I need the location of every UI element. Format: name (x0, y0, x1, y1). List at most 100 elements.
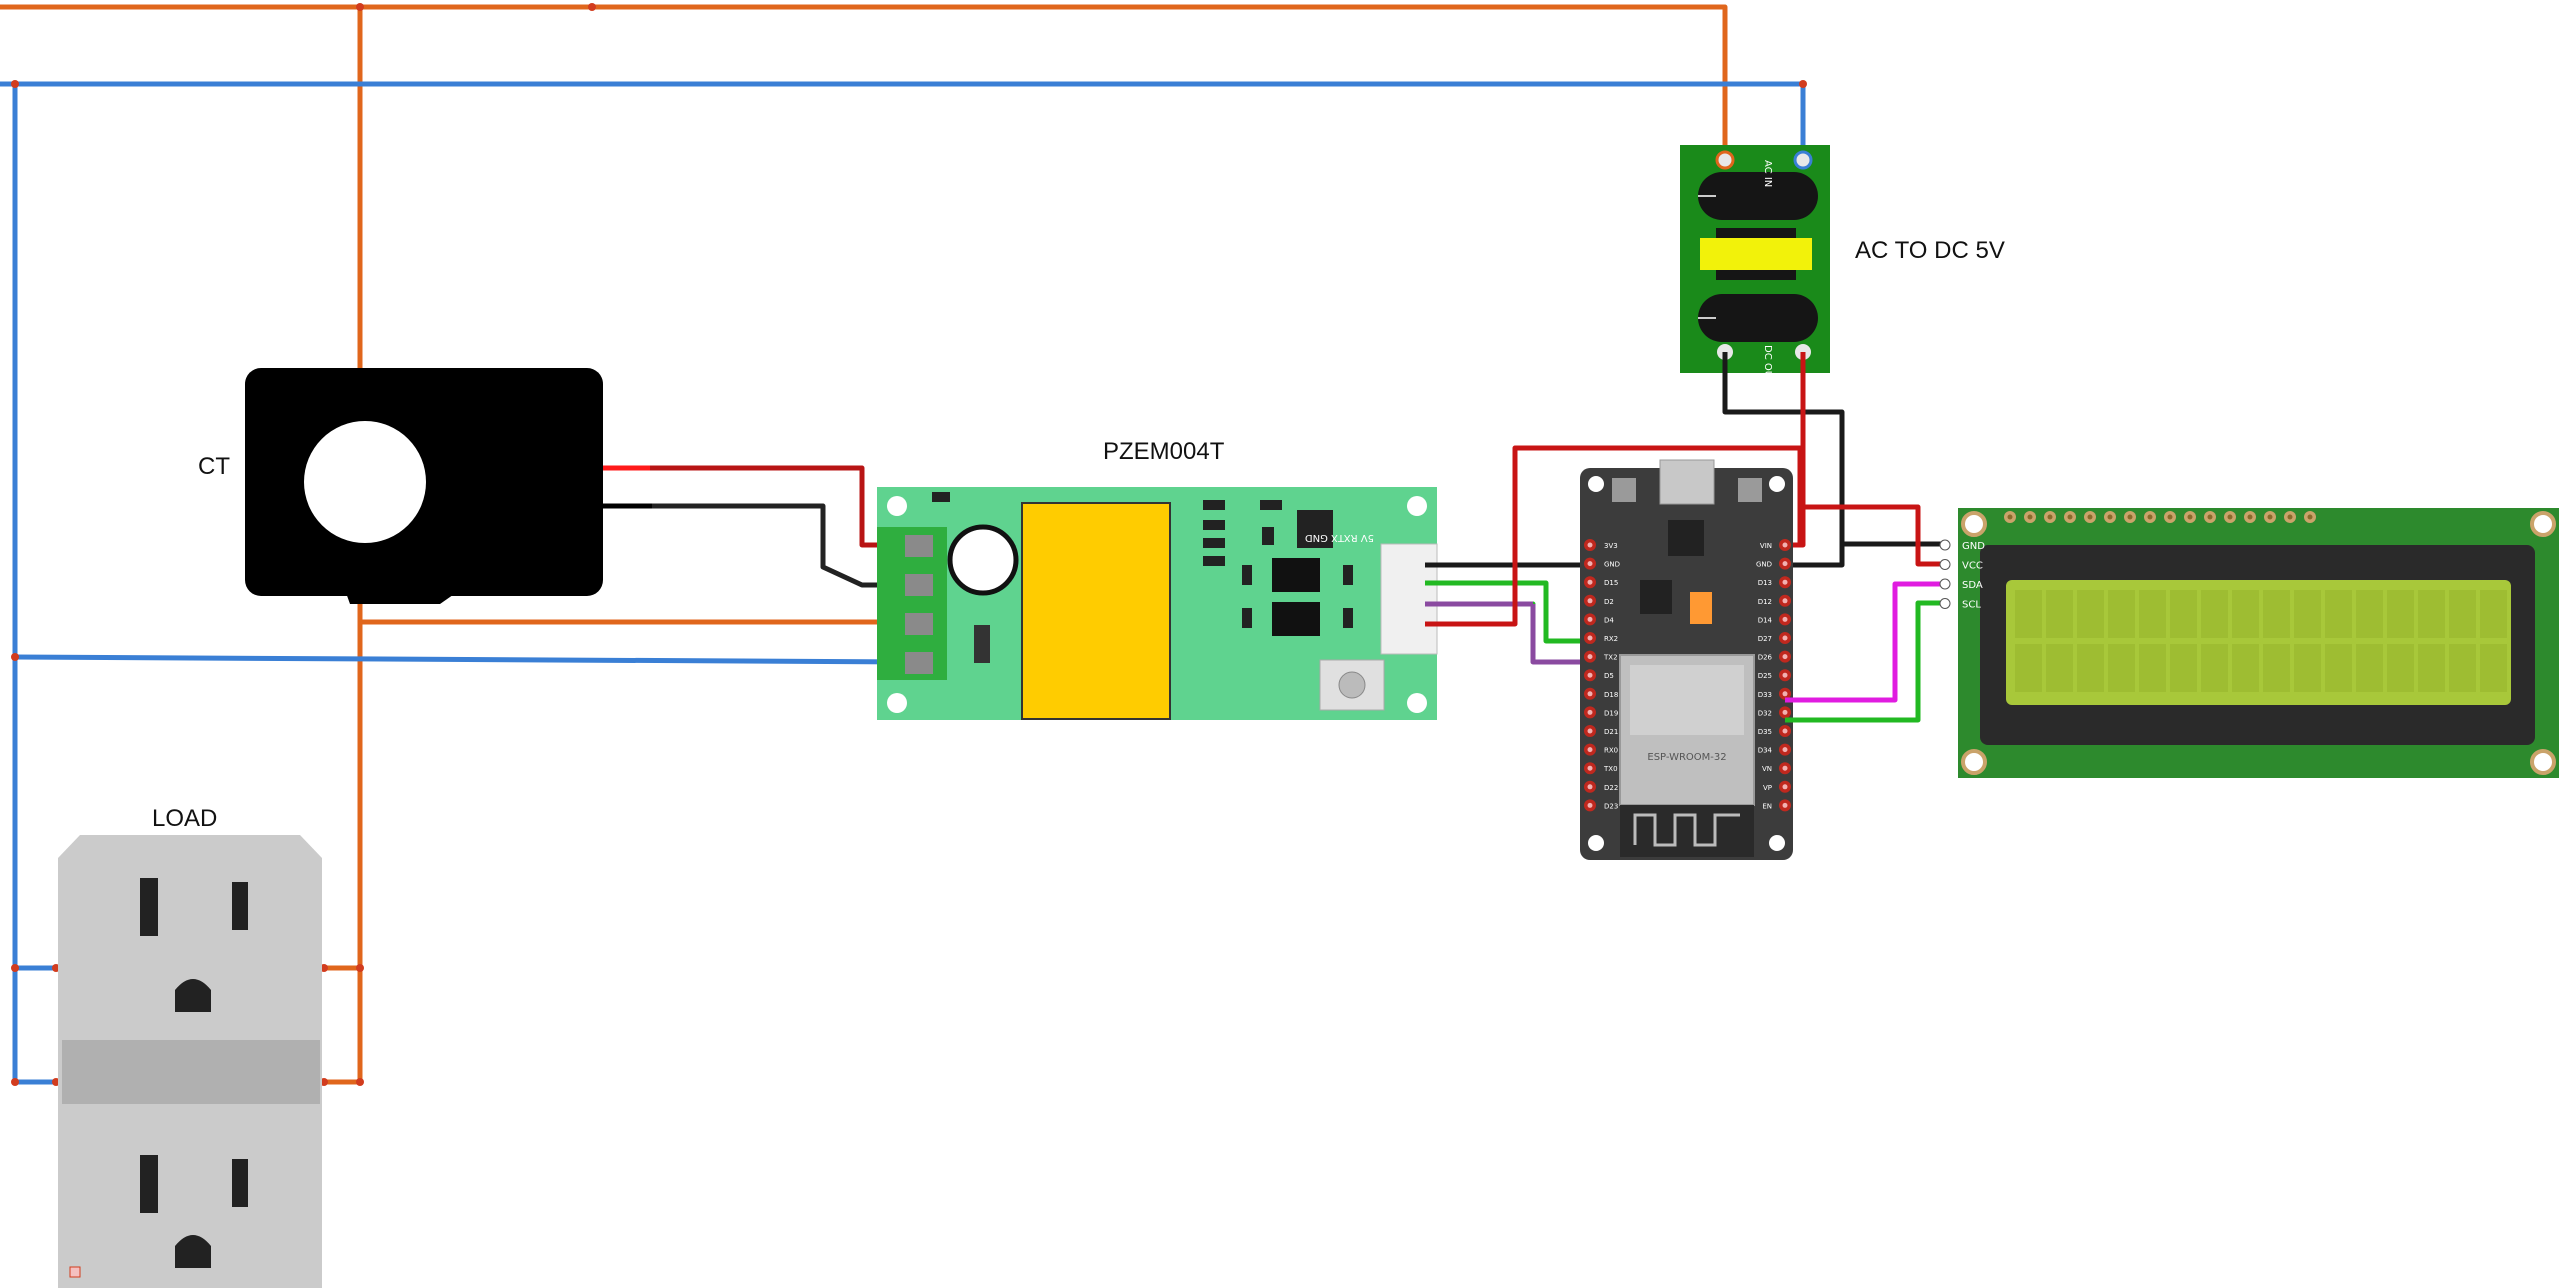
lcd-char-cell (2046, 590, 2073, 638)
esp32-wroom-module: ESP-WROOM-32 (1619, 654, 1755, 857)
esp32-pin-label: TX0 (1603, 765, 1618, 773)
lcd-char-cell (2077, 644, 2104, 692)
esp32-pin-label: RX2 (1604, 635, 1618, 643)
acdc-transformer (1700, 238, 1812, 270)
lcd-character-grid (2015, 590, 2507, 692)
esp32-pin-label: D12 (1758, 598, 1772, 606)
esp32-lcd-wires (1785, 581, 1945, 723)
lcd-char-cell (2449, 644, 2476, 692)
esp32-pin-label: D21 (1604, 728, 1618, 736)
lcd-char-cell (2232, 590, 2259, 638)
esp32-pin-label: D32 (1758, 709, 1772, 717)
lcd-module: GND VCC SDA SCL (1939, 508, 2559, 778)
acdc-capacitor-top (1698, 172, 1818, 220)
lcd-pin-label: GND (1962, 541, 1985, 552)
lcd-char-cell (2170, 644, 2197, 692)
esp32-pin-label: VP (1763, 784, 1772, 792)
acdc-capacitor-bottom (1698, 294, 1818, 342)
esp32-pin-label: D26 (1758, 654, 1773, 662)
lcd-char-cell (2015, 644, 2042, 692)
pzem-header-connector (1380, 543, 1438, 655)
lcd-char-cell (2325, 590, 2352, 638)
ct-core-hole (304, 421, 426, 543)
ct-label: CT (198, 453, 230, 480)
esp32-pin-label: D15 (1604, 579, 1618, 587)
pzem-header-label: 5V RXTX GND (1305, 532, 1374, 543)
lcd-char-cell (2139, 644, 2166, 692)
lcd-char-cell (2325, 644, 2352, 692)
acdc-dc-out-label: DC OUT (1762, 345, 1773, 385)
esp32-pin-label: D34 (1758, 747, 1773, 755)
esp32-pin-label: GND (1756, 561, 1772, 569)
esp32-pin-label: D14 (1758, 616, 1773, 624)
lcd-pin-label: VCC (1962, 561, 1983, 572)
esp32-pin-label: D4 (1604, 616, 1614, 624)
lcd-char-cell (2294, 590, 2321, 638)
esp32-pin-label: D18 (1604, 691, 1618, 699)
lcd-char-cell (2077, 590, 2104, 638)
lcd-char-cell (2232, 644, 2259, 692)
lcd-char-cell (2046, 644, 2073, 692)
esp32-pin-label: D22 (1604, 784, 1618, 792)
acdc-ac-in-label: AC IN (1762, 160, 1773, 187)
ct-lead-wires (603, 465, 918, 588)
pzem-esp32-wires (1425, 445, 1803, 665)
esp32-pin-label: VN (1762, 765, 1772, 773)
lcd-top-header (2004, 511, 2316, 523)
lcd-pin-label: SDA (1962, 580, 1983, 591)
lcd-char-cell (2356, 590, 2383, 638)
lcd-char-cell (2449, 590, 2476, 638)
esp32-pin-label: D19 (1604, 709, 1618, 717)
lcd-char-cell (2015, 590, 2042, 638)
esp32-pin-label: D2 (1604, 598, 1614, 606)
pzem-chip (1297, 510, 1333, 548)
pzem-relay (1021, 502, 1171, 720)
esp32-pin-label: 3V3 (1604, 542, 1618, 550)
lcd-pin (1939, 578, 1951, 590)
load-label: LOAD (152, 805, 217, 832)
lcd-pin (1939, 539, 1951, 551)
pzem-label: PZEM004T (1103, 438, 1225, 465)
acdc-label: AC TO DC 5V (1855, 237, 2005, 264)
lcd-char-cell (2387, 590, 2414, 638)
esp32-pin-label: D33 (1758, 691, 1772, 699)
lcd-char-cell (2170, 590, 2197, 638)
neutral-wire-joints (11, 80, 1807, 1086)
lcd-pin (1939, 559, 1951, 570)
pzem-buzzer (947, 524, 1019, 596)
esp32-pin-label: GND (1604, 561, 1620, 569)
esp32-pin-label: D13 (1758, 579, 1772, 587)
esp32-pin-label: RX0 (1604, 747, 1618, 755)
lcd-pin-label: SCL (1962, 600, 1981, 611)
esp32-pin-label: D5 (1604, 672, 1614, 680)
lcd-pin (1939, 598, 1951, 609)
lcd-char-cell (2139, 590, 2166, 638)
esp32-pin-label: D27 (1758, 635, 1772, 643)
lcd-char-cell (2108, 644, 2135, 692)
load-outlet (58, 835, 322, 1288)
lcd-char-cell (2263, 590, 2290, 638)
lcd-char-cell (2263, 644, 2290, 692)
lcd-char-cell (2294, 644, 2321, 692)
lcd-i2c-pins: GND VCC SDA SCL (1939, 539, 1985, 611)
esp32-usb-port (1659, 459, 1715, 505)
esp32-pin-label: D25 (1758, 672, 1772, 680)
lcd-char-cell (2480, 590, 2507, 638)
acdc-module: AC IN DC OUT (1680, 145, 1830, 385)
esp32-pin-label: EN (1762, 802, 1772, 810)
esp32-pin-label: D23 (1604, 802, 1618, 810)
esp32-wroom-label: ESP-WROOM-32 (1647, 752, 1726, 763)
lcd-char-cell (2201, 644, 2228, 692)
lcd-char-cell (2480, 644, 2507, 692)
esp32-pin-label: VIN (1760, 542, 1772, 550)
lcd-char-cell (2201, 590, 2228, 638)
lcd-char-cell (2418, 590, 2445, 638)
current-transformer (245, 368, 603, 604)
esp32-pin-label: TX2 (1603, 654, 1618, 662)
lcd-char-cell (2356, 644, 2383, 692)
esp32-pin-label: D35 (1758, 728, 1772, 736)
